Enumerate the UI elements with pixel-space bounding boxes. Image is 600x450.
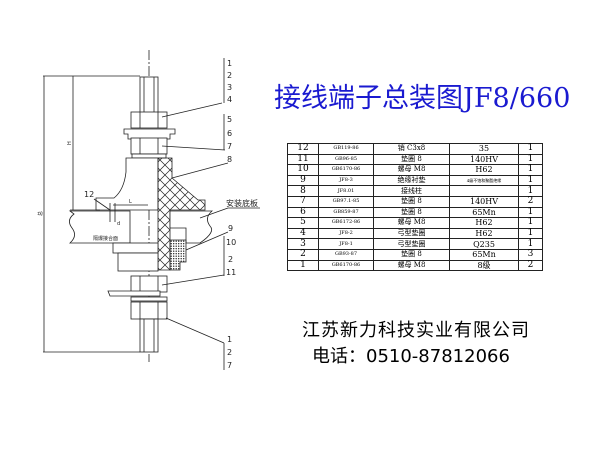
insulation-label: 隔爆接合面: [93, 235, 118, 242]
item-number: 9: [287, 174, 319, 187]
part-name: 接线柱: [373, 185, 450, 197]
quantity: 1: [518, 143, 543, 155]
item-number: 12: [287, 143, 319, 155]
item-number: 10: [287, 164, 319, 176]
material: H62: [449, 217, 519, 229]
standard-code: GB96-85: [318, 153, 374, 166]
callout-4: 4: [227, 95, 232, 104]
quantity: 1: [518, 174, 543, 187]
callout-2b: 2: [228, 255, 233, 264]
item-number: 8: [287, 185, 319, 197]
quantity: 1: [518, 185, 543, 197]
item-number: 7: [287, 195, 319, 208]
callout-9: 9: [228, 224, 233, 233]
quantity: 1: [518, 238, 543, 250]
standard-code: GB97.1-85: [318, 195, 374, 208]
item-number: 3: [287, 238, 319, 250]
part-name: 垫圈 8: [373, 153, 450, 166]
drawing-title: 接线端子总装图JF8/660: [274, 83, 571, 114]
dim-width: L: [129, 199, 132, 205]
standard-code: JF8-1: [318, 238, 374, 250]
material: 35: [449, 143, 519, 155]
part-name: 螺母 M8: [373, 217, 450, 229]
standard-code: GB6172-86: [318, 217, 374, 229]
part-name: 弓型垫圈: [373, 238, 450, 250]
material: 8级: [449, 259, 519, 272]
dim-upper: H: [67, 141, 73, 145]
quantity: 1: [518, 164, 543, 176]
callout-8: 8: [227, 155, 232, 164]
standard-code: GB859-87: [318, 206, 374, 219]
callout-1b: 1: [227, 335, 232, 344]
quantity: 1: [518, 206, 543, 219]
part-name: 垫圈 8: [373, 248, 450, 261]
item-number: 2: [287, 248, 319, 261]
material: 4级不饱和聚酯绝缘: [449, 174, 519, 187]
quantity: 1: [518, 153, 543, 166]
callout-7b: 7: [227, 361, 232, 370]
callout-12: 12: [84, 190, 94, 199]
dim-total: 总: [37, 211, 44, 216]
callout-1: 1: [227, 59, 232, 68]
material: [449, 185, 519, 197]
item-number: 5: [287, 217, 319, 229]
callout-2: 2: [227, 71, 232, 80]
item-number: 4: [287, 227, 319, 240]
standard-code: JF8-3: [318, 174, 374, 187]
standard-code: JF8-2: [318, 227, 374, 240]
callout-10: 10: [226, 238, 236, 247]
callout-6: 6: [227, 129, 232, 138]
phone-number: 电话：0510-87812066: [312, 346, 510, 367]
part-name: 螺母 M8: [373, 164, 450, 176]
part-name: 垫圈 8: [373, 206, 450, 219]
part-name: 弓型垫圈: [373, 227, 450, 240]
standard-code: GB93-87: [318, 248, 374, 261]
company-name: 江苏新力科技实业有限公司: [302, 320, 530, 341]
material: Q235: [449, 238, 519, 250]
callout-11: 11: [226, 268, 236, 277]
material: 140HV: [449, 195, 519, 208]
quantity: 2: [518, 259, 543, 272]
material: 65Mn: [449, 248, 519, 261]
part-name: 垫圈 8: [373, 195, 450, 208]
part-name: 销 C3x8: [373, 143, 450, 155]
panel-label: 安装底板: [226, 198, 258, 208]
quantity: 2: [518, 195, 543, 208]
callout-3: 3: [227, 83, 232, 92]
part-name: 螺母 M8: [373, 259, 450, 272]
item-number: 1: [287, 259, 319, 272]
quantity: 1: [518, 217, 543, 229]
quantity: 3: [518, 248, 543, 261]
item-number: 6: [287, 206, 319, 219]
material: 65Mn: [449, 206, 519, 219]
material: 140HV: [449, 153, 519, 166]
callout-7: 7: [227, 142, 232, 151]
dim-gap: d: [117, 221, 120, 227]
quantity: 1: [518, 227, 543, 240]
standard-code: GB6170-86: [318, 259, 374, 272]
standard-code: JF8.01: [318, 185, 374, 197]
material: H62: [449, 227, 519, 240]
item-number: 11: [287, 153, 319, 166]
callout-5: 5: [227, 115, 232, 124]
callout-2c: 2: [227, 348, 232, 357]
material: H62: [449, 164, 519, 176]
standard-code: GB6170-86: [318, 164, 374, 176]
standard-code: GB119-86: [318, 143, 374, 155]
part-name: 绝缘衬垫: [373, 174, 450, 187]
